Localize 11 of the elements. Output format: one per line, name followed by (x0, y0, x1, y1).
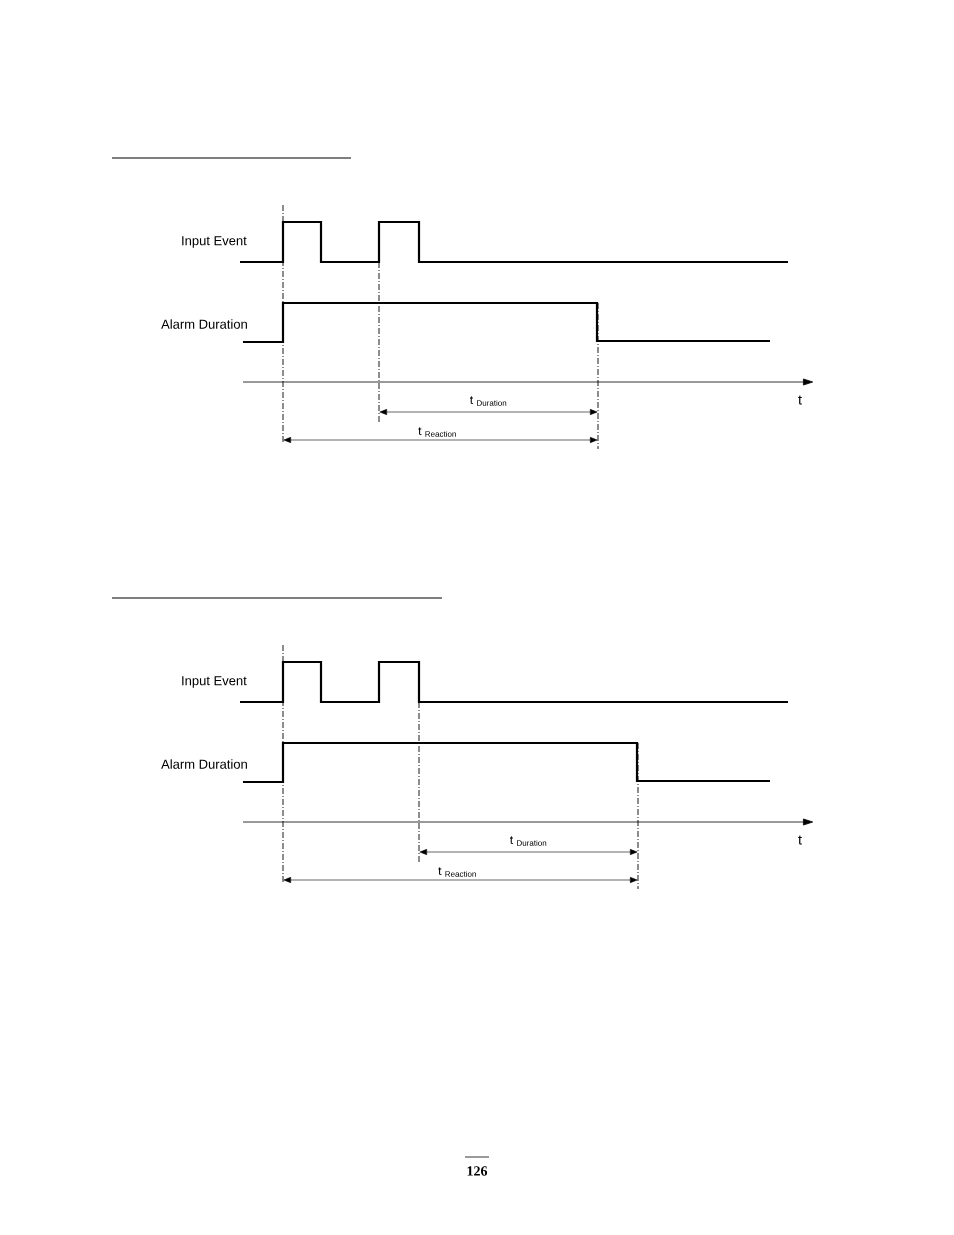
dimension-label: t $_{Duration}$ (470, 396, 507, 406)
dimension-label: t $_{Reaction}$ (418, 427, 456, 437)
signal-label: Input Event (182, 236, 247, 248)
dimension-label: t $_{Reaction}$ (438, 867, 476, 877)
page-number: 126 (467, 1166, 488, 1176)
signal-label: Alarm Duration (161, 319, 247, 329)
signal-label: Alarm Duration (161, 759, 247, 769)
axis-label: t (798, 395, 802, 405)
dimension-label: t $_{Duration}$ (510, 836, 547, 846)
signal-label: Input Event (182, 676, 247, 688)
axis-label: t (798, 835, 802, 845)
